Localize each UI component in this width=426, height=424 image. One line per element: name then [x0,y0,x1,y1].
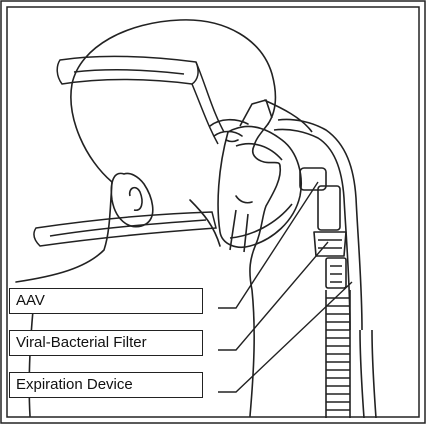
breathing-tube-icon [274,119,376,418]
label-aav: AAV [9,288,203,314]
head-strap-icon [34,56,224,246]
label-viral-bacterial-filter: Viral-Bacterial Filter [9,330,203,356]
face-mask-icon [218,100,312,252]
leader-line-filter [218,242,328,350]
label-expiration-device: Expiration Device [9,372,203,398]
leader-line-icon [218,182,352,392]
